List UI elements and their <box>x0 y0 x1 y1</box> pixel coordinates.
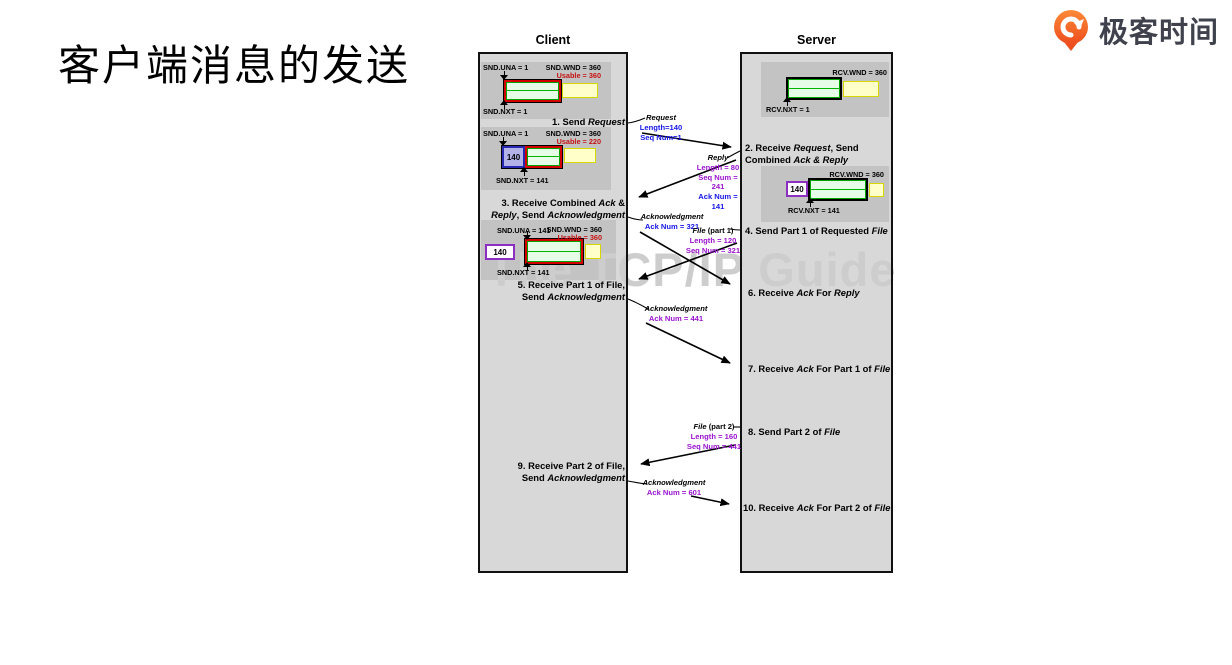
server-step-4: 4. Send Part 1 of Requested File <box>745 225 888 236</box>
rcv-nxt-label: RCV.NXT = 1 <box>766 105 810 114</box>
message-field: Seq Num=1 <box>640 132 682 142</box>
receive-window-box <box>786 77 842 100</box>
sent-unacked-segment: 140 <box>502 146 525 168</box>
snd-nxt-pointer <box>519 167 529 176</box>
received-segment-box: 140 <box>786 181 808 197</box>
server-step-6: 6. Receive Ack For Reply <box>748 287 860 298</box>
client-step-9: 9. Receive Part 2 of File, Send Acknowle… <box>517 460 625 483</box>
snd-wnd-label: SND.WND = 360 <box>545 129 601 138</box>
message-file-part1: File (part 1) Length = 120 Seq Num = 321 <box>684 226 742 255</box>
message-acknowledgment-601: Acknowledgment Ack Num = 601 <box>642 478 706 498</box>
message-name: Request <box>646 113 676 122</box>
snd-nxt-pointer <box>499 100 509 109</box>
message-field: Ack Num = 141 <box>698 192 738 211</box>
message-name: Acknowledgment <box>642 478 706 487</box>
message-file-part2: File (part 2) Length = 160 Seq Num = 441 <box>686 422 742 451</box>
client-step-1: 1. Send Request <box>552 116 625 127</box>
snd-wnd-label: SND.WND = 360 <box>546 225 602 234</box>
rcv-nxt-label: RCV.NXT = 141 <box>788 206 840 215</box>
snd-una-pointer <box>499 71 509 80</box>
usable-send-window-box <box>524 238 584 265</box>
client-column-border <box>478 52 628 573</box>
message-name: File (part 1) <box>692 226 734 235</box>
server-column-header: Server <box>797 33 836 47</box>
server-step-2: 2. Receive Request, Send Combined Ack & … <box>745 142 859 165</box>
snd-nxt-label: SND.NXT = 1 <box>483 107 528 116</box>
acked-segment-box: 140 <box>485 244 515 260</box>
server-column-border <box>740 52 893 573</box>
page-title: 客户端消息的发送 <box>58 42 411 89</box>
not-yet-ready-window-box <box>585 244 601 259</box>
usable-label: Usable = 360 <box>556 71 601 80</box>
snd-nxt-label: SND.NXT = 141 <box>497 268 550 277</box>
message-acknowledgment-321: Acknowledgment Ack Num = 321 <box>640 212 704 232</box>
send-window-box: 140 <box>501 145 563 169</box>
message-field: Length = 160 <box>690 431 738 441</box>
message-acknowledgment-441: Acknowledgment Ack Num = 441 <box>644 304 708 324</box>
message-name: File (part 2) <box>693 422 735 431</box>
brand-logo: 极客时间 <box>1050 7 1219 53</box>
rcv-wnd-label: RCV.WND = 360 <box>829 170 884 179</box>
not-yet-ready-window-box <box>869 183 884 197</box>
usable-label: Usable = 360 <box>557 233 602 242</box>
message-request: Request Length=140 Seq Num=1 <box>630 113 692 142</box>
message-field: Length = 120 <box>689 235 737 245</box>
client-column-header: Client <box>535 33 571 47</box>
not-yet-ready-window-box <box>564 148 596 163</box>
message-field: Ack Num = 441 <box>648 313 704 323</box>
geektime-logo-icon <box>1054 10 1088 51</box>
message-field: Seq Num = 241 <box>698 172 738 192</box>
snd-nxt-label: SND.NXT = 141 <box>496 176 549 185</box>
message-field: Ack Num = 601 <box>646 487 702 497</box>
usable-send-window-box <box>503 79 562 103</box>
message-reply: Reply Length = 80 Seq Num = 241 Ack Num … <box>692 153 744 212</box>
server-step-7: 7. Receive Ack For Part 1 of File <box>748 363 891 374</box>
snd-una-pointer <box>498 137 508 146</box>
server-step-10: 10. Receive Ack For Part 2 of File <box>743 502 891 513</box>
snd-una-pointer <box>522 231 532 240</box>
usable-label: Usable = 220 <box>556 137 601 146</box>
message-field: Length = 80 <box>696 162 740 172</box>
message-field: Ack Num = 321 <box>644 221 700 231</box>
snd-wnd-label: SND.WND = 360 <box>545 63 601 72</box>
rcv-nxt-pointer <box>805 198 815 207</box>
receive-window-box <box>808 178 868 201</box>
not-yet-ready-window-box <box>843 81 879 97</box>
brand-name: 极客时间 <box>1099 17 1220 49</box>
not-yet-ready-window-box <box>562 83 598 98</box>
client-step-3: 3. Receive Combined Ack & Reply, Send Ac… <box>491 197 625 220</box>
usable-send-window-box <box>525 146 562 168</box>
snd-una-label: SND.UNA = 1 <box>483 63 529 72</box>
message-name: Acknowledgment <box>644 304 708 313</box>
server-step-8: 8. Send Part 2 of File <box>748 426 841 437</box>
message-field: Length=140 <box>639 122 683 132</box>
rcv-wnd-label: RCV.WND = 360 <box>832 68 887 77</box>
snd-una-label: SND.UNA = 1 <box>483 129 529 138</box>
snd-nxt-pointer <box>522 262 532 271</box>
rcv-nxt-pointer <box>782 97 792 106</box>
message-name: Reply <box>707 153 729 162</box>
message-field: Seq Num = 441 <box>686 441 742 451</box>
message-name: Acknowledgment <box>640 212 704 221</box>
client-step-5: 5. Receive Part 1 of File, Send Acknowle… <box>517 279 625 302</box>
message-field: Seq Num = 321 <box>685 245 741 255</box>
server-column-fill <box>740 52 893 573</box>
snd-una-label: SND.UNA = 141 <box>497 226 551 235</box>
